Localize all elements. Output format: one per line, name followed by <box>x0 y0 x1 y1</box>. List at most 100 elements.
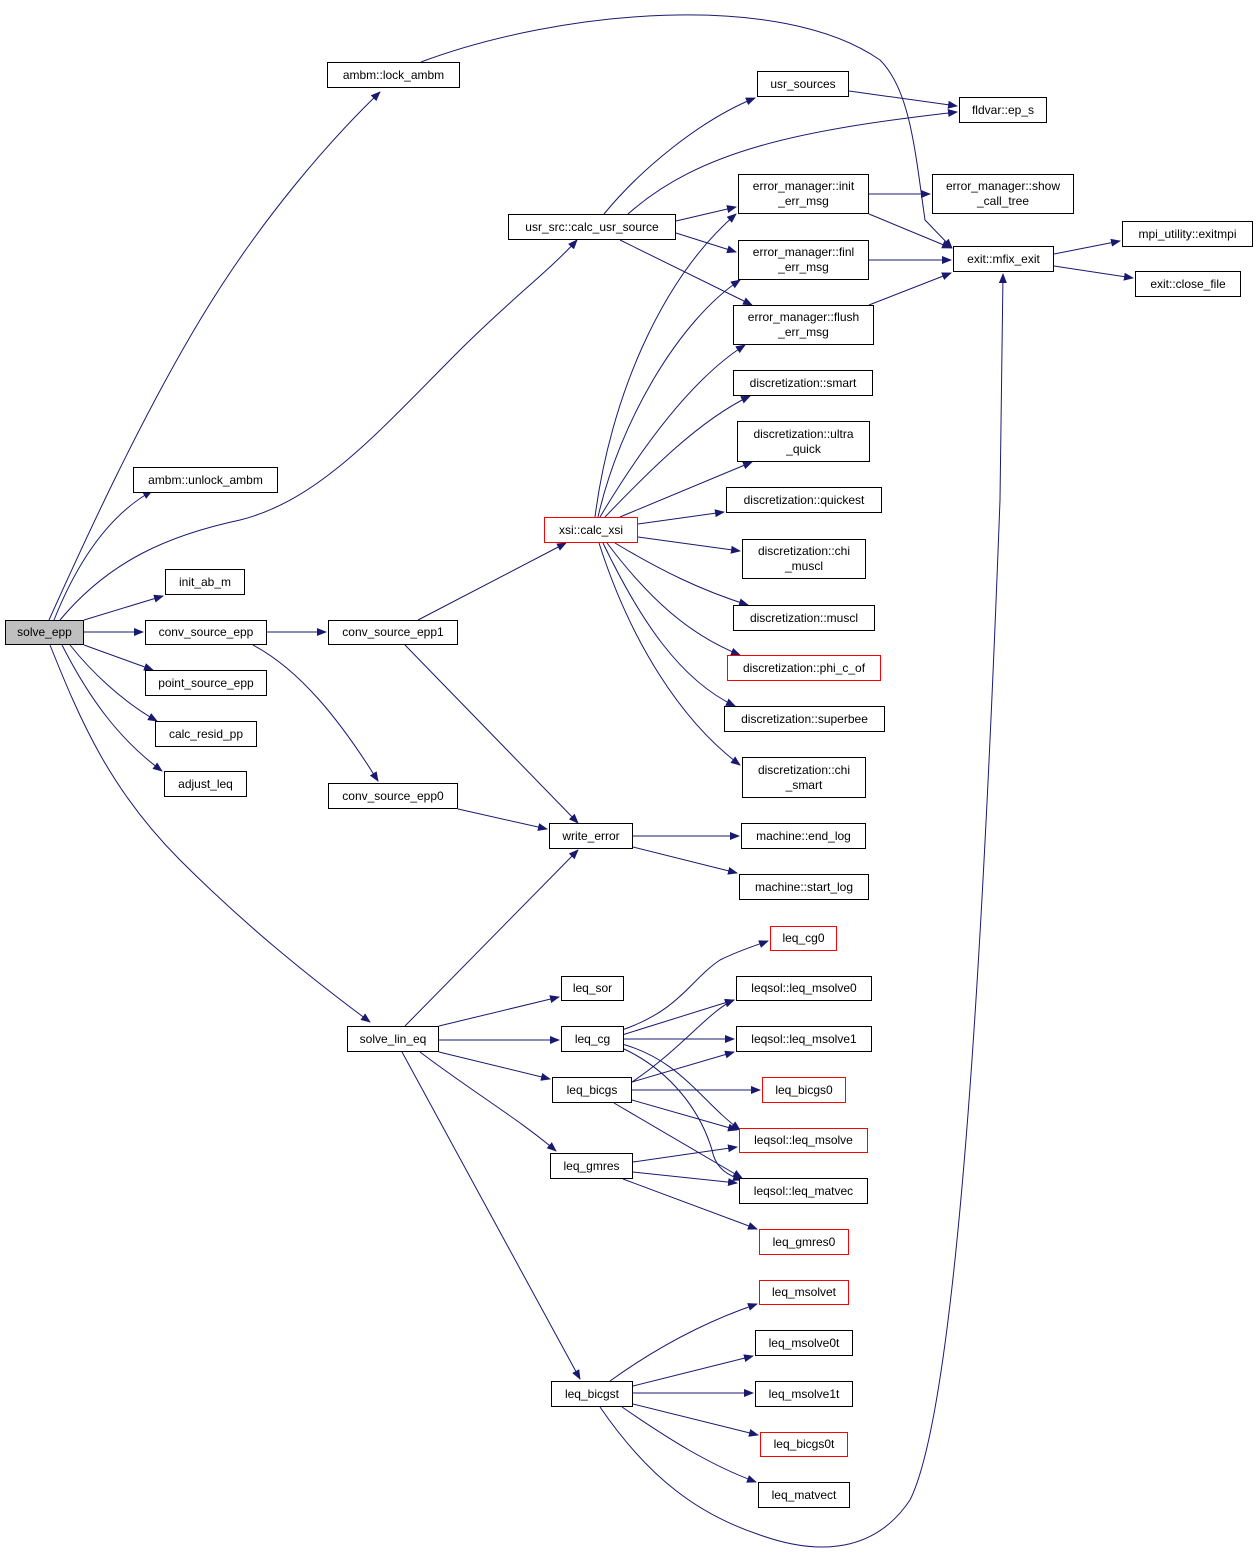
node-conv-source-epp1[interactable]: conv_source_epp1 <box>328 620 458 645</box>
node-finl-err-msg[interactable]: error_manager::finl _err_msg <box>738 240 869 280</box>
node-end-log[interactable]: machine::end_log <box>741 823 866 849</box>
node-adjust-leq[interactable]: adjust_leq <box>164 771 247 797</box>
edge-xsi-quickest <box>637 509 725 525</box>
node-leq-msolve1[interactable]: leqsol::leq_msolve1 <box>736 1026 872 1052</box>
edge-xsi-superbee <box>602 542 736 707</box>
node-point-source-epp[interactable]: point_source_epp <box>145 670 267 696</box>
node-conv-source-epp[interactable]: conv_source_epp <box>145 620 267 645</box>
node-leq-bicgst[interactable]: leq_bicgst <box>551 1381 633 1407</box>
node-leq-gmres[interactable]: leq_gmres <box>550 1153 633 1179</box>
edge-gmres-msolve <box>632 1144 738 1163</box>
node-leq-msolvet[interactable]: leq_msolvet <box>759 1280 849 1305</box>
node-leq-bicgs[interactable]: leq_bicgs <box>552 1077 632 1103</box>
node-flush-err-msg[interactable]: error_manager::flush _err_msg <box>733 305 874 345</box>
edge-adjust-leq <box>61 644 163 772</box>
node-leq-sor[interactable]: leq_sor <box>561 976 624 1001</box>
node-leq-cg0[interactable]: leq_cg0 <box>770 926 837 951</box>
node-mfix-exit[interactable]: exit::mfix_exit <box>953 246 1054 272</box>
edge-mfix-close-file <box>1053 265 1134 281</box>
edge-cus-ep-s <box>627 109 958 215</box>
edge-calc-resid-pp <box>69 644 158 722</box>
edge-we-start-log <box>632 846 738 875</box>
edge-sle-leq-bicgs <box>438 1051 551 1081</box>
edge-cg-msolve0 <box>621 998 735 1036</box>
node-lock-ambm[interactable]: ambm::lock_ambm <box>327 62 460 88</box>
edge-lock <box>48 91 381 621</box>
edge-gmres-matvec <box>632 1171 738 1187</box>
node-solve-lin-eq[interactable]: solve_lin_eq <box>347 1026 439 1052</box>
edge-bicgs-msolve <box>631 1099 738 1132</box>
node-calc-xsi[interactable]: xsi::calc_xsi <box>544 517 638 543</box>
node-quickest[interactable]: discretization::quickest <box>726 487 882 513</box>
node-solve-epp[interactable]: solve_epp <box>5 620 84 645</box>
node-leq-cg[interactable]: leq_cg <box>561 1026 624 1052</box>
edge-cus-init-err <box>675 205 737 222</box>
edge-unlock <box>53 490 153 621</box>
edge-flush-mfix-exit <box>868 272 952 306</box>
node-leq-bicgs0[interactable]: leq_bicgs0 <box>762 1077 846 1103</box>
edge-solve-lin-eq <box>49 644 371 1023</box>
node-leq-msolve0[interactable]: leqsol::leq_msolve0 <box>736 976 872 1001</box>
edge-sle-leq-sor <box>438 995 560 1027</box>
node-write-error[interactable]: write_error <box>549 823 633 849</box>
node-init-ab-m[interactable]: init_ab_m <box>165 569 245 595</box>
node-leq-bicgs0t[interactable]: leq_bicgs0t <box>760 1432 848 1457</box>
node-leq-msolve0t[interactable]: leq_msolve0t <box>755 1330 853 1356</box>
node-chi-muscl[interactable]: discretization::chi _muscl <box>742 539 866 579</box>
edge-bicgst-msolvet <box>609 1303 758 1382</box>
edge-calc-usr-source <box>59 239 578 621</box>
node-leq-matvec[interactable]: leqsol::leq_matvec <box>739 1178 868 1204</box>
node-start-log[interactable]: machine::start_log <box>739 874 869 900</box>
edge-cus-flush-err <box>619 239 753 306</box>
node-ep-s[interactable]: fldvar::ep_s <box>959 97 1047 123</box>
node-usr-sources[interactable]: usr_sources <box>757 71 849 97</box>
node-leq-gmres0[interactable]: leq_gmres0 <box>759 1229 849 1255</box>
edge-epp1-write-error <box>404 644 579 824</box>
edge-mfix-exitmpi <box>1053 238 1121 255</box>
edge-bicgs-msolve1 <box>631 1050 735 1083</box>
edge-sle-leq-bicgst <box>401 1051 581 1380</box>
edge-sle-leq-gmres <box>419 1051 557 1152</box>
node-exitmpi[interactable]: mpi_utility::exitmpi <box>1122 221 1253 247</box>
edge-cus-finl-err <box>675 232 737 254</box>
node-close-file[interactable]: exit::close_file <box>1135 271 1241 297</box>
node-leq-msolve[interactable]: leqsol::leq_msolve <box>739 1128 868 1153</box>
edge-xsi-phi-c-of <box>606 542 741 656</box>
node-ultra-quick[interactable]: discretization::ultra _quick <box>737 421 870 462</box>
node-leq-msolve1t[interactable]: leq_msolve1t <box>755 1381 853 1407</box>
edge-xsi-chi-muscl <box>637 536 741 554</box>
edge-bicgst-mfix-exit <box>599 273 1007 1548</box>
edge-epp0-write-error <box>457 808 548 831</box>
edge-xsi-smart <box>604 395 751 518</box>
node-muscl[interactable]: discretization::muscl <box>733 605 875 631</box>
node-conv-source-epp0[interactable]: conv_source_epp0 <box>328 783 458 809</box>
node-superbee[interactable]: discretization::superbee <box>724 706 885 732</box>
edge-xsi-chi-smart <box>598 542 741 766</box>
node-init-err-msg[interactable]: error_manager::init _err_msg <box>738 174 869 214</box>
node-unlock-ambm[interactable]: ambm::unlock_ambm <box>133 467 278 493</box>
edge-xsi-finl-err <box>597 279 741 518</box>
node-phi-c-of[interactable]: discretization::phi_c_of <box>727 655 881 681</box>
node-calc-usr-source[interactable]: usr_src::calc_usr_source <box>508 214 676 240</box>
edge-cus-usr-sources <box>603 97 756 215</box>
edge-us-ep-s <box>848 90 958 109</box>
edge-xsi-init-err <box>594 213 737 518</box>
edge-xsi-ultra-quick <box>619 461 753 518</box>
edge-bicgst-matvect <box>621 1406 757 1483</box>
node-calc-resid-pp[interactable]: calc_resid_pp <box>155 721 257 747</box>
node-chi-smart[interactable]: discretization::chi _smart <box>742 757 866 798</box>
edge-bicgs-matvec <box>613 1102 743 1179</box>
edge-xsi-flush-err <box>599 344 746 518</box>
edge-conv-source-epp0 <box>252 644 379 782</box>
edge-gmres-gmres0 <box>622 1178 758 1230</box>
node-show-call-tree[interactable]: error_manager::show _call_tree <box>932 174 1074 214</box>
edge-xsi-muscl <box>614 542 749 607</box>
edge-sle-write-error <box>404 849 579 1027</box>
edge-cg-msolve <box>621 1043 741 1131</box>
node-leq-matvect[interactable]: leq_matvect <box>758 1482 850 1508</box>
node-smart[interactable]: discretization::smart <box>733 370 873 396</box>
edge-init-ab-m <box>83 594 164 621</box>
edge-bicgst-msolve0t <box>632 1354 754 1387</box>
edge-bicgst-bicgs0t <box>632 1403 759 1437</box>
